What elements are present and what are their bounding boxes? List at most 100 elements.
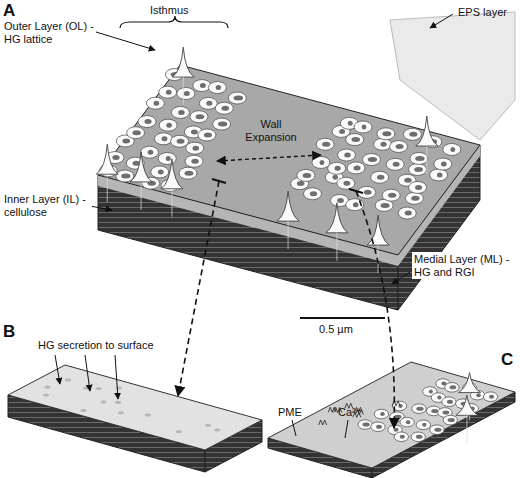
lattice-peak xyxy=(367,215,389,245)
layer-label: Medial Layer (ML) - HG and RGI xyxy=(412,252,516,279)
top-surface xyxy=(8,365,262,450)
lattice-pore xyxy=(216,85,221,90)
lattice-cell xyxy=(442,397,456,407)
lattice-cell xyxy=(186,142,204,154)
lattice-peak xyxy=(161,159,183,189)
lattice-cell xyxy=(443,415,457,425)
pectin-column xyxy=(336,233,337,261)
lattice-cell xyxy=(316,138,334,150)
lattice-pore xyxy=(404,178,411,183)
lattice-pore xyxy=(221,106,229,111)
lattice-pore xyxy=(191,129,198,134)
lattice-pore xyxy=(382,131,391,136)
lattice-cell xyxy=(146,97,164,109)
lattice-pore xyxy=(429,390,433,394)
lattice-cell xyxy=(354,121,372,133)
lattice-pore xyxy=(177,139,185,144)
lattice-cell xyxy=(328,162,346,174)
lattice-cell xyxy=(159,119,177,131)
lattice-cell xyxy=(405,192,423,204)
lattice-pore xyxy=(406,420,410,424)
leader-line xyxy=(115,355,118,399)
lattice-pore xyxy=(450,385,457,389)
lattice-pore xyxy=(415,185,422,190)
lattice-pore xyxy=(409,132,417,137)
leader-line xyxy=(90,206,112,210)
lattice-pore xyxy=(178,110,184,115)
lattice-pore xyxy=(437,172,443,177)
lattice-pore xyxy=(398,404,402,408)
lattice-pore xyxy=(297,181,305,186)
pme-tuft xyxy=(392,401,400,406)
lattice-pore xyxy=(122,139,130,144)
lattice-pore xyxy=(206,101,212,106)
lattice-cell xyxy=(337,177,355,189)
lattice-pore xyxy=(196,114,205,119)
lattice-cell xyxy=(377,128,395,140)
lattice-cell xyxy=(371,171,389,183)
hg-spot xyxy=(176,430,182,433)
hg-spot xyxy=(43,393,49,396)
lattice-cell xyxy=(213,118,231,130)
lattice-pore xyxy=(332,175,337,180)
lattice-cell xyxy=(411,432,425,442)
lattice-pore xyxy=(394,415,401,419)
top-surface xyxy=(268,362,515,468)
lattice-peak xyxy=(416,116,438,146)
lattice-cell xyxy=(297,169,315,181)
lattice-pore xyxy=(380,412,385,416)
lattice-cell xyxy=(151,166,169,178)
lattice-cell xyxy=(394,432,408,442)
hg-spots xyxy=(43,378,220,433)
lattice-cell xyxy=(416,420,430,430)
leader-line xyxy=(96,32,155,50)
lattice-pore xyxy=(411,196,419,201)
lattice-cell xyxy=(198,129,216,141)
lattice-pore xyxy=(362,124,367,129)
lattice-pore xyxy=(339,129,345,134)
pectin-column xyxy=(426,146,427,174)
lattice-cell xyxy=(159,86,177,98)
leader-line xyxy=(430,14,453,28)
lattice-pore xyxy=(362,423,369,427)
lattice-pore xyxy=(121,174,130,179)
bracket xyxy=(120,16,228,28)
lattice-peak xyxy=(172,47,194,77)
lattice-cell xyxy=(374,409,388,419)
lattice-pore xyxy=(337,198,344,203)
lattice-peak xyxy=(96,144,118,174)
lattice-pore xyxy=(112,155,119,160)
lattice-pore xyxy=(344,153,351,158)
leader-line xyxy=(292,420,296,436)
lattice-cell xyxy=(138,116,156,128)
lattice-cell xyxy=(199,97,217,109)
lattice-pore xyxy=(400,435,405,439)
lattice-cell xyxy=(141,146,159,158)
lattice-pore xyxy=(414,167,423,172)
pectin-column xyxy=(141,182,142,210)
leader-line xyxy=(55,355,60,384)
lattice-pore xyxy=(431,409,438,413)
lattice-pore xyxy=(354,165,361,170)
ion-label: Ca²⁺ xyxy=(338,406,362,419)
lattice-cell xyxy=(409,181,427,193)
scale-bar xyxy=(300,317,385,319)
pectin-column xyxy=(183,77,184,105)
lattice-cell xyxy=(171,106,189,118)
lattice-peak xyxy=(456,395,478,415)
lattice-cell xyxy=(382,189,400,201)
lattice-pore xyxy=(158,169,164,174)
hg-spot xyxy=(96,387,102,390)
lattice-pore xyxy=(319,160,324,165)
lattice-cell xyxy=(403,128,421,140)
process-label: HG secretion to surface xyxy=(38,339,154,352)
lattice-pore xyxy=(388,193,396,198)
lattice-pore xyxy=(351,137,360,142)
lattice-cell xyxy=(179,167,197,179)
lattice-pore xyxy=(396,144,404,149)
hg-spot xyxy=(118,411,124,414)
pectin-column xyxy=(171,189,172,217)
lattice-cell xyxy=(346,134,364,146)
lattice-pore xyxy=(144,119,151,124)
lattice-cell xyxy=(483,392,497,402)
